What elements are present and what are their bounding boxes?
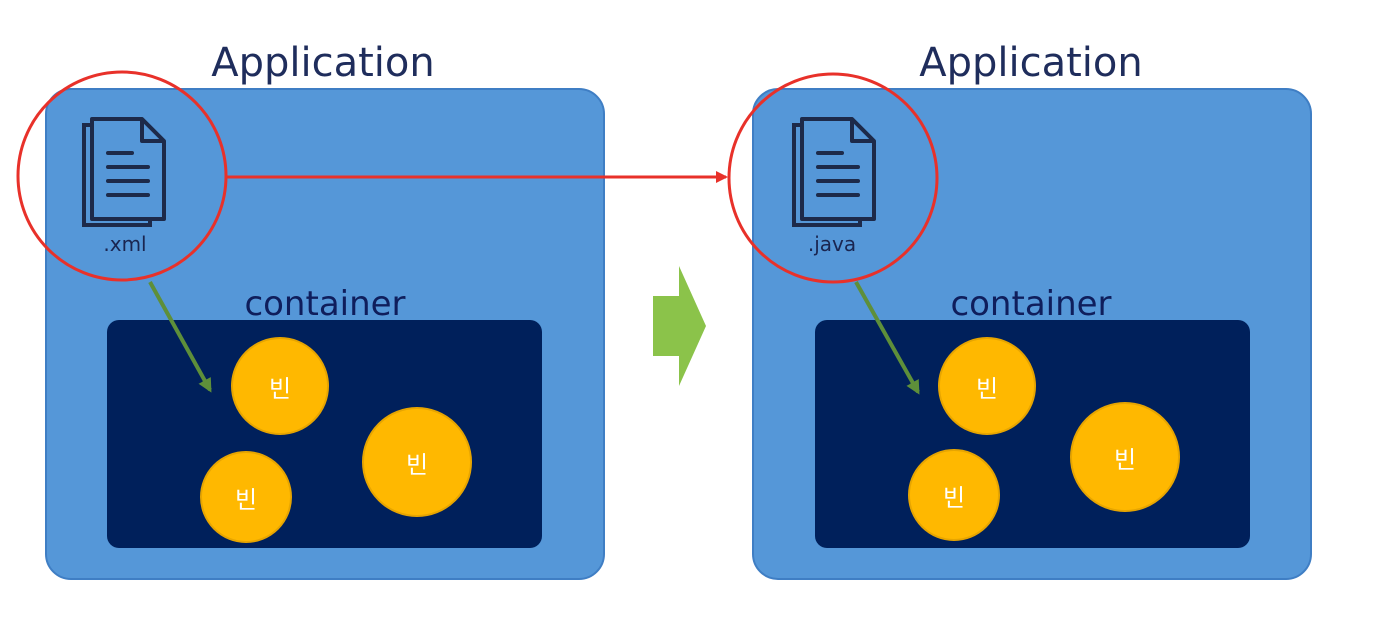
right-container-title: container xyxy=(950,284,1112,324)
left-file-label: .xml xyxy=(103,232,147,256)
left-bean-2: 빈 xyxy=(362,407,472,517)
right-application-title: Application xyxy=(919,40,1143,86)
right-bean-1: 빈 xyxy=(938,337,1036,435)
left-file-icon xyxy=(76,115,172,237)
transition-arrow xyxy=(653,266,706,386)
left-container-box xyxy=(107,320,542,548)
right-bean-2: 빈 xyxy=(1070,402,1180,512)
left-container-title: container xyxy=(244,284,406,324)
right-bean-3: 빈 xyxy=(908,449,1000,541)
right-file-icon xyxy=(786,115,882,237)
left-bean-3: 빈 xyxy=(200,451,292,543)
left-application-title: Application xyxy=(211,40,435,86)
left-bean-1: 빈 xyxy=(231,337,329,435)
right-container-box xyxy=(815,320,1250,548)
right-file-label: .java xyxy=(807,232,857,256)
